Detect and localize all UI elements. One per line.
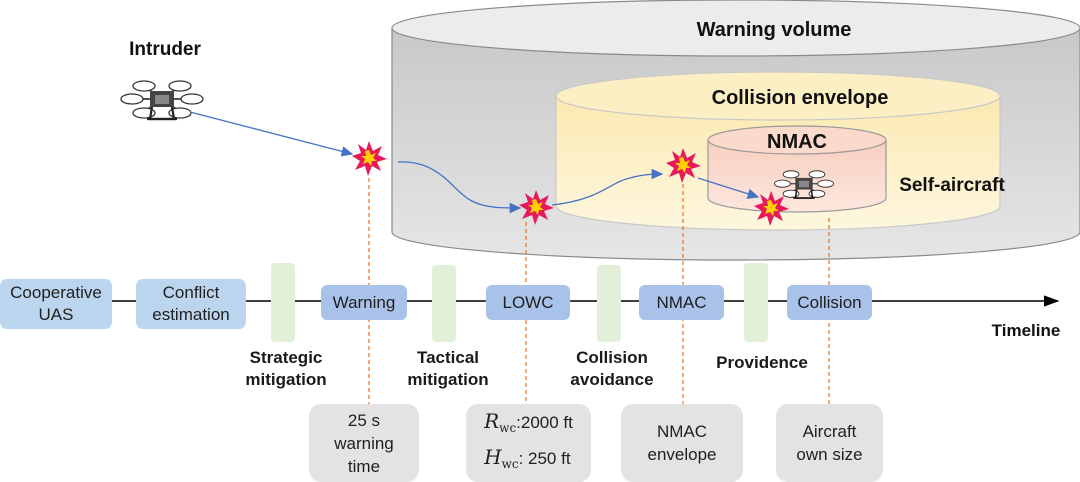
radius-subscript: wc <box>499 421 517 435</box>
stage-warning: Warning <box>321 285 407 320</box>
mitigation-label-line: Tactical <box>416 348 480 367</box>
self-aircraft-label: Self-aircraft <box>899 175 1005 196</box>
stage-conflict-estimation: Conflict estimation <box>136 279 246 329</box>
detail-line: Aircraft <box>802 422 857 441</box>
stage-label: estimation <box>152 305 230 324</box>
height-value: : 250 ft <box>518 449 571 468</box>
stage-label: Cooperative <box>10 283 102 302</box>
drone-icon <box>119 79 205 121</box>
mitigation-label-line: Collision <box>576 348 648 367</box>
mitigation-label-providence: Providence <box>716 353 808 372</box>
mitigation-bar-strategic <box>271 263 295 342</box>
detail-aircraft-size: Aircraft own size <box>776 404 883 482</box>
stage-cooperative-uas: Cooperative UAS <box>0 279 112 329</box>
detail-line: time <box>347 456 381 476</box>
mitigation-label-collision-avoidance: Collision avoidance <box>552 347 672 391</box>
mitigation-label-line: mitigation <box>407 370 489 389</box>
detail-line: envelope <box>647 445 717 464</box>
radius-symbol: R <box>484 409 500 433</box>
mitigation-label-line: mitigation <box>245 370 327 389</box>
stage-label: UAS <box>38 305 74 324</box>
stage-nmac: NMAC <box>639 285 724 320</box>
detail-warning-time: 25 s warning time <box>309 404 419 482</box>
collision-envelope-label: Collision envelope <box>712 87 889 109</box>
detail-line: warning <box>334 433 394 453</box>
radius-value: :2000 ft <box>516 413 573 432</box>
nmac-volume-label: NMAC <box>767 131 827 153</box>
warning-volume-label: Warning volume <box>697 19 852 41</box>
collision-burst-icon <box>352 141 387 176</box>
detail-nmac-envelope: NMAC envelope <box>621 404 743 482</box>
lowc-height-row: Hwc: 250 ft <box>484 443 573 479</box>
mitigation-bar-tactical <box>432 265 456 342</box>
height-subscript: wc <box>501 457 519 471</box>
lowc-radius-row: Rwc:2000 ft <box>484 407 573 443</box>
mitigation-bar-collision-avoidance <box>597 265 621 342</box>
timeline-label: Timeline <box>992 321 1061 340</box>
detail-line: 25 s <box>347 410 381 430</box>
height-symbol: H <box>484 445 502 469</box>
mitigation-label-tactical: Tactical mitigation <box>388 347 508 391</box>
detail-lowc-dimensions: Rwc:2000 ft Hwc: 250 ft <box>466 404 591 482</box>
stage-collision: Collision <box>787 285 872 320</box>
mitigation-label-line: avoidance <box>570 370 654 389</box>
detail-line: NMAC <box>656 422 708 441</box>
mitigation-label-strategic: Strategic mitigation <box>226 347 346 391</box>
mitigation-bar-providence <box>744 263 768 342</box>
intruder-label: Intruder <box>129 39 201 60</box>
intruder-trajectory <box>189 111 760 214</box>
detail-line: own size <box>796 445 863 464</box>
stage-label: Conflict <box>162 283 220 302</box>
stage-lowc: LOWC <box>486 285 570 320</box>
mitigation-label-line: Strategic <box>249 348 323 367</box>
